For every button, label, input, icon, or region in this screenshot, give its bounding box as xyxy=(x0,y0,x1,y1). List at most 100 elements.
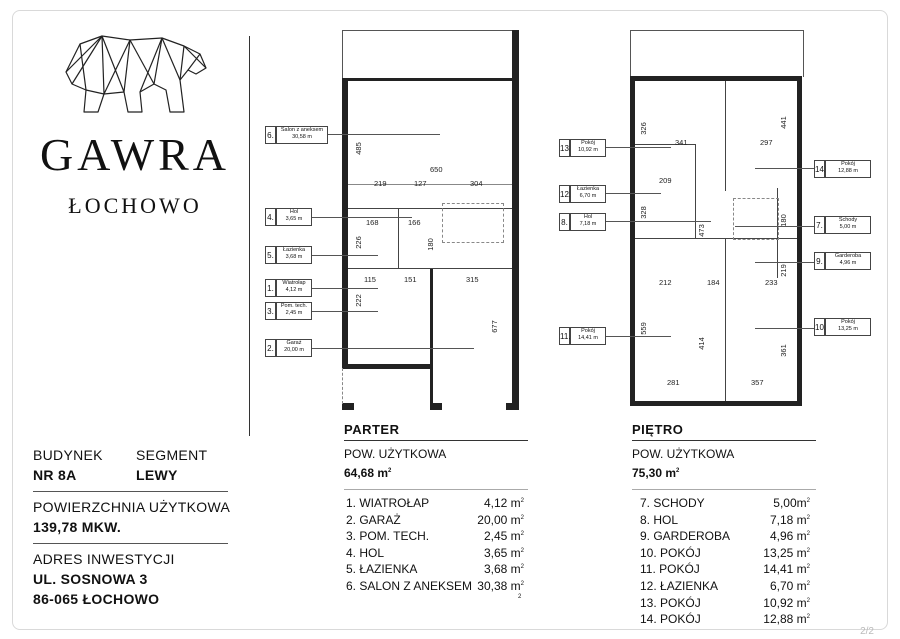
room-area: 20,00 m2 xyxy=(477,512,524,527)
pietro-title: PIĘTRO xyxy=(632,422,684,437)
parter-divider xyxy=(344,489,528,490)
room-name: 9. GARDEROBA xyxy=(640,529,731,544)
parter-divider xyxy=(344,440,528,441)
room-name: 11. POKÓJ xyxy=(640,562,700,577)
room-name: 14. POKÓJ xyxy=(640,612,701,627)
dim-label: 304 xyxy=(470,179,483,188)
room-area: 2,45 m2 xyxy=(483,529,524,544)
room-row: 3. POM. TECH.2,45 m2 xyxy=(346,529,524,543)
room-area: 6,70 m2 xyxy=(769,579,810,593)
dim-label: 219 xyxy=(778,264,788,277)
room-area: 30,38 m2 xyxy=(477,579,524,593)
plan-room-number: 2. xyxy=(265,339,276,357)
room-area: 14,41 m2 xyxy=(763,562,810,577)
plan-room-number: 1. xyxy=(265,279,276,297)
room-name: 10. POKÓJ xyxy=(640,545,701,560)
dim-label: 151 xyxy=(404,275,417,284)
address-label: ADRES INWESTYCJI xyxy=(33,551,175,567)
dim-label: 361 xyxy=(778,344,788,357)
room-area: 3,65 m2 xyxy=(483,545,524,560)
page-frame xyxy=(12,10,888,630)
segment-value: LEWY xyxy=(136,467,178,483)
dim-label: 297 xyxy=(760,138,773,147)
room-area: 3,68 m2 xyxy=(483,562,524,577)
parter-area-label: POW. UŻYTKOWA xyxy=(344,447,447,461)
room-area: 5,00m2 xyxy=(773,496,810,510)
plan-room-number: 14. xyxy=(814,160,826,178)
vertical-divider xyxy=(249,36,250,436)
parter-terrace xyxy=(342,30,516,81)
parter-trailing-sup: 2 xyxy=(518,594,522,600)
plan-room-number: 6. xyxy=(265,126,276,144)
room-name: 12. ŁAZIENKA xyxy=(640,579,719,593)
dim-label: 414 xyxy=(696,337,706,350)
dim-label: 222 xyxy=(353,294,363,307)
dim-label: 115 xyxy=(364,275,376,284)
dim-label: 168 xyxy=(366,218,379,227)
plan-room-number: 13. xyxy=(559,139,571,157)
page-number: 2/2 xyxy=(860,626,874,637)
dim-label: 315 xyxy=(466,275,479,284)
dim-label: 209 xyxy=(659,176,672,185)
parter-title: PARTER xyxy=(344,422,400,437)
dim-label: 180 xyxy=(425,238,435,251)
brand-title: GAWRA xyxy=(39,129,231,180)
room-name: 8. HOL xyxy=(640,512,679,527)
plan-room-number: 4. xyxy=(265,208,276,226)
dim-label: 127 xyxy=(414,179,427,188)
room-area: 7,18 m2 xyxy=(769,512,810,527)
plan-room-number: 9. xyxy=(814,252,825,270)
room-row: 6. SALON Z ANEKSEM 30,38 m2 xyxy=(346,579,524,593)
dim-label: 219 xyxy=(374,179,387,188)
pietro-outline xyxy=(630,76,802,406)
address-line1: UL. SOSNOWA 3 xyxy=(33,571,148,587)
building-label: BUDYNEK xyxy=(33,447,103,463)
dim-label: 441 xyxy=(778,116,788,129)
plan-room-number: 11. xyxy=(559,327,571,345)
pietro-balcony xyxy=(630,30,804,77)
plan-room-number: 3. xyxy=(265,302,276,320)
address-line2: 86-065 ŁOCHOWO xyxy=(33,591,160,607)
room-name: 6. SALON Z ANEKSEM xyxy=(346,579,473,593)
dim-label: 485 xyxy=(353,142,363,155)
dim-label: 233 xyxy=(765,278,778,287)
plan-room-number: 8. xyxy=(559,213,570,231)
area-value: 139,78 MKW. xyxy=(33,519,122,535)
dim-label: 166 xyxy=(408,218,421,227)
room-name: 13. POKÓJ xyxy=(640,595,701,610)
room-area: 4,12 m2 xyxy=(483,496,524,510)
dim-label: 326 xyxy=(638,122,648,135)
dim-label: 212 xyxy=(659,278,672,287)
pietro-divider xyxy=(632,440,816,441)
brand-subtitle: ŁOCHOWO xyxy=(68,193,202,218)
dim-label: 473 xyxy=(696,224,706,237)
area-label: POWIERZCHNIA UŻYTKOWA xyxy=(33,499,231,515)
room-row: 8. HOL 7,18 m2 xyxy=(640,513,810,527)
room-name: 4. HOL xyxy=(346,545,385,560)
dim-label: 281 xyxy=(667,378,680,387)
room-area: 4,96 m2 xyxy=(769,529,810,544)
dim-label: 180 xyxy=(778,214,788,227)
plan-room-number: 7. xyxy=(814,216,825,234)
dim-label: 184 xyxy=(707,278,720,287)
room-name: 7. SCHODY xyxy=(640,496,705,510)
segment-label: SEGMENT xyxy=(136,447,208,463)
plan-room-number: 12. xyxy=(559,185,571,203)
room-area: 10,92 m2 xyxy=(763,595,810,610)
room-area: 12,88 m2 xyxy=(763,612,810,627)
